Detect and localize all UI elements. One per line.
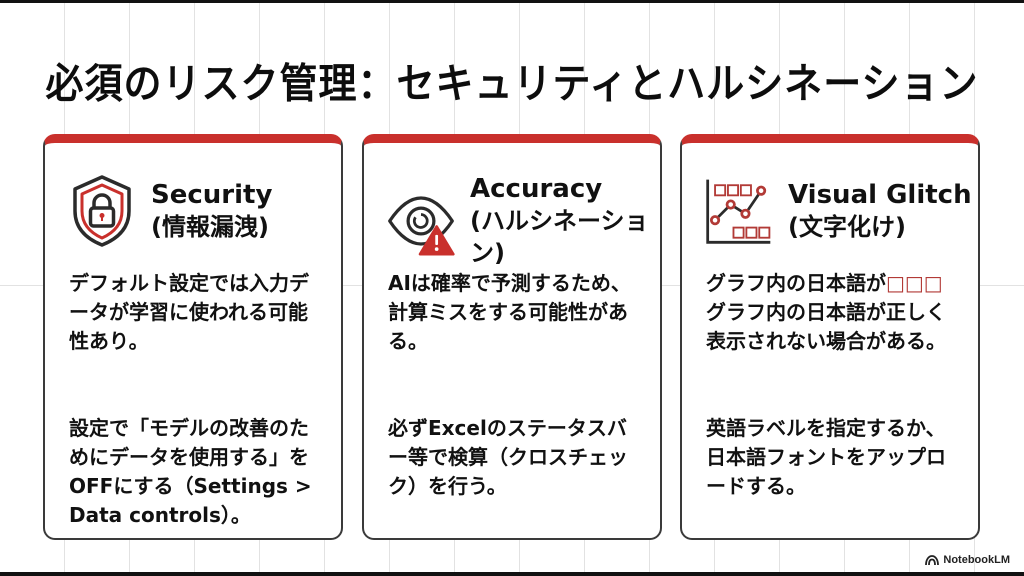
card-visual-glitch: Visual Glitch (文字化け) グラフ内の日本語が□□□グラフ内の日本… (680, 134, 980, 540)
card-header: Security (情報漏洩) (67, 173, 272, 249)
card-title-en: Accuracy (470, 174, 603, 204)
card-security: Security (情報漏洩) デフォルト設定では入力データが学習に使われる可能… (43, 134, 343, 540)
card-titles: Visual Glitch (文字化け) (788, 179, 972, 243)
risk-text-prefix: グラフ内の日本語が (706, 271, 886, 295)
notebooklm-watermark: NotebookLM (925, 554, 1010, 566)
card-title-ja: (情報漏洩) (151, 213, 269, 241)
card-title-en: Security (151, 180, 273, 210)
card-paragraph-risk: AIは確率で予測するため、計算ミスをする可能性がある。 (388, 271, 631, 353)
card-body: デフォルト設定では入力データが学習に使われる可能性あり。 設定で「モデルの改善の… (69, 269, 325, 530)
card-paragraph-risk: グラフ内の日本語が□□□ グラフ内の日本語が正しく表示されない場合がある。 (706, 269, 962, 356)
notebooklm-logo-icon (925, 554, 940, 565)
card-paragraph-risk: デフォルト設定では入力データが学習に使われる可能性あり。 (69, 271, 309, 353)
card-title-ja: (ハルシネーション) (470, 207, 649, 267)
slide-title: 必須のリスク管理：セキュリティとハルシネーション (45, 59, 979, 108)
bottom-border (0, 572, 1024, 576)
card-paragraph-mitigation: 英語ラベルを指定するか、日本語フォントをアップロードする。 (706, 416, 946, 498)
tofu-characters: □□□ (886, 271, 943, 295)
card-body: グラフ内の日本語が□□□ グラフ内の日本語が正しく表示されない場合がある。 英語ラ… (706, 269, 962, 501)
eye-warning-icon (388, 196, 455, 256)
card-body: AIは確率で予測するため、計算ミスをする可能性がある。 必ずExcelのステータ… (388, 269, 644, 501)
card-title-ja: (文字化け) (788, 213, 906, 241)
top-border (0, 0, 1024, 3)
risk-text-rest: グラフ内の日本語が正しく表示されない場合がある。 (706, 300, 946, 353)
card-paragraph-mitigation: 設定で「モデルの改善のためにデータを使用する」をOFFにする（Settings … (69, 416, 312, 527)
card-accuracy: Accuracy (ハルシネーション) AIは確率で予測するため、計算ミスをする… (362, 134, 662, 540)
card-titles: Security (情報漏洩) (151, 179, 272, 243)
glitched-chart-icon (706, 179, 771, 244)
card-header: Accuracy (ハルシネーション) (386, 173, 660, 269)
card-title-en: Visual Glitch (788, 180, 972, 210)
shield-lock-icon (73, 175, 131, 247)
card-paragraph-mitigation: 必ずExcelのステータスバー等で検算（クロスチェック）を行う。 (388, 416, 628, 498)
card-titles: Accuracy (ハルシネーション) (470, 173, 660, 269)
card-header: Visual Glitch (文字化け) (704, 173, 972, 249)
watermark-label: NotebookLM (943, 554, 1010, 566)
